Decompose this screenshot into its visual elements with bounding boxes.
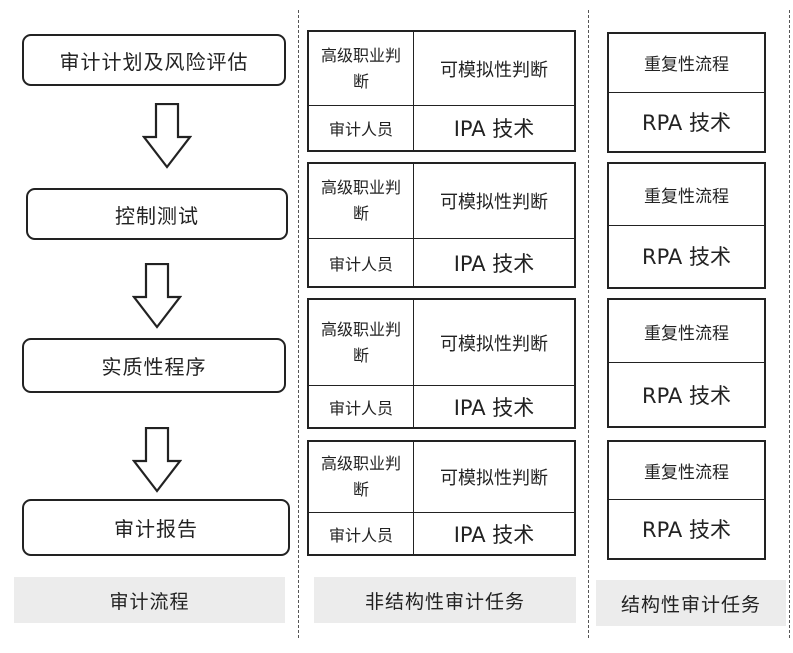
flow-step-control-testing: 控制测试 (26, 188, 288, 240)
down-arrow-icon (132, 263, 182, 329)
unstructured-task-table: 高级职业判断 可模拟性判断 审计人员 IPA 技术 (307, 30, 576, 152)
footer-middle-text: 非结构性审计任务 (364, 590, 525, 613)
down-arrow-icon (142, 103, 192, 169)
flow-step-planning-label: 审计计划及风险评估 (59, 49, 249, 74)
role-senior-judgment: 高级职业判断 (309, 164, 414, 239)
task-simulatable-judgment: 可模拟性判断 (414, 164, 574, 239)
tech-ipa: IPA 技术 (453, 522, 535, 547)
footer-label-audit-process: 审计流程 (14, 577, 285, 623)
role-senior-judgment: 高级职业判断 (309, 442, 414, 513)
role-auditor: 审计人员 (309, 239, 414, 286)
task-simulatable-judgment: 可模拟性判断 (414, 32, 574, 106)
tech-rpa: RPA 技术 (642, 518, 731, 542)
footer-left-text: 审计流程 (109, 590, 190, 613)
structured-task-table: 重复性流程 RPA 技术 (607, 440, 766, 560)
role-auditor: 审计人员 (309, 513, 414, 554)
flow-step-substantive: 实质性程序 (22, 338, 286, 393)
task-repetitive-process: 重复性流程 (609, 300, 764, 363)
flow-step-planning: 审计计划及风险评估 (22, 34, 286, 86)
flow-step-report-label: 审计报告 (114, 517, 198, 541)
column-divider (588, 10, 589, 638)
footer-label-unstructured: 非结构性审计任务 (314, 577, 576, 623)
tech-rpa: RPA 技术 (642, 110, 731, 135)
role-senior-judgment: 高级职业判断 (309, 32, 414, 106)
tech-ipa: IPA 技术 (453, 117, 535, 141)
unstructured-task-table: 高级职业判断 可模拟性判断 审计人员 IPA 技术 (307, 440, 576, 556)
column-divider (789, 10, 790, 638)
footer-right-text: 结构性审计任务 (620, 593, 761, 616)
task-simulatable-judgment: 可模拟性判断 (414, 442, 574, 513)
column-divider (298, 10, 299, 638)
task-repetitive-process: 重复性流程 (609, 442, 764, 500)
structured-task-table: 重复性流程 RPA 技术 (607, 162, 766, 289)
unstructured-task-table: 高级职业判断 可模拟性判断 审计人员 IPA 技术 (307, 162, 576, 288)
flow-step-control-testing-label: 控制测试 (115, 203, 199, 228)
down-arrow-icon (132, 427, 182, 493)
tech-ipa: IPA 技术 (453, 251, 535, 276)
footer-label-structured: 结构性审计任务 (596, 580, 786, 626)
structured-task-table: 重复性流程 RPA 技术 (607, 298, 766, 428)
tech-rpa: RPA 技术 (642, 245, 731, 270)
role-senior-judgment: 高级职业判断 (309, 300, 414, 386)
task-repetitive-process: 重复性流程 (609, 164, 764, 226)
flow-step-substantive-label: 实质性程序 (101, 355, 207, 379)
structured-task-table: 重复性流程 RPA 技术 (607, 32, 766, 153)
tech-rpa: RPA 技术 (642, 383, 731, 408)
role-auditor: 审计人员 (309, 106, 414, 150)
task-simulatable-judgment: 可模拟性判断 (414, 300, 574, 386)
task-repetitive-process: 重复性流程 (609, 34, 764, 93)
flow-step-report: 审计报告 (22, 499, 290, 556)
unstructured-task-table: 高级职业判断 可模拟性判断 审计人员 IPA 技术 (307, 298, 576, 429)
role-auditor: 审计人员 (309, 386, 414, 427)
tech-ipa: IPA 技术 (453, 395, 535, 420)
